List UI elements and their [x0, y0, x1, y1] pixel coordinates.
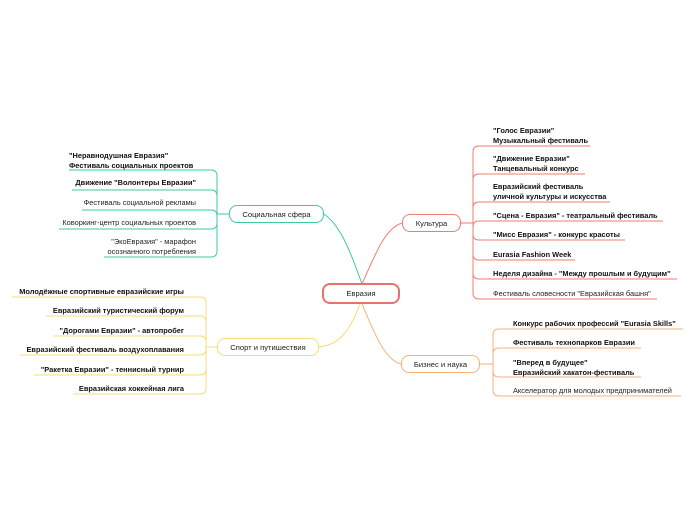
root-to-social-connector: [323, 213, 363, 285]
business-item-connector: [492, 364, 681, 397]
culture-item-7[interactable]: Неделя дизайна - "Между прошлым и будущи…: [493, 269, 671, 278]
social-item-connector: [69, 169, 218, 214]
culture-item-1[interactable]: "Голос Евразии" Музыкальный фестиваль: [493, 126, 589, 145]
sport-item-connector: [54, 335, 207, 347]
root-to-culture-connector: [361, 222, 403, 285]
root-label: Евразия: [346, 289, 376, 298]
social-item-4[interactable]: Коворкинг-центр социальных проектов: [62, 218, 196, 227]
culture-item-2[interactable]: "Движение Евразии" Танцевальный конкурс: [493, 154, 579, 173]
business-item-3[interactable]: "Вперед в будущее" Евразийский хакатон-ф…: [513, 358, 635, 377]
sport-item-5[interactable]: "Ракетка Евразии" - теннисный турнир: [40, 365, 184, 374]
branch-social[interactable]: Социальная сфера: [229, 205, 324, 223]
business-item-4[interactable]: Акселератор для молодых предпринимателей: [513, 386, 672, 395]
business-item-connector: [492, 347, 641, 364]
root-to-business-connector: [361, 303, 402, 365]
sport-item-4[interactable]: Евразийский фестиваль воздухоплавания: [26, 345, 184, 354]
root-to-sport-connector: [318, 303, 361, 348]
sport-item-1[interactable]: Молодёжные спортивные евразийские игры: [19, 287, 184, 296]
social-item-5[interactable]: "ЭкоЕвразия" - марафон осознанного потре…: [107, 237, 196, 256]
social-item-connector: [72, 189, 218, 214]
sport-item-connector: [46, 315, 207, 347]
branch-business-label: Бизнес и наука: [413, 359, 468, 369]
culture-item-5[interactable]: "Мисс Евразия" - конкурс красоты: [493, 230, 620, 239]
sport-item-2[interactable]: Евразийский туристический форум: [52, 306, 184, 315]
sport-item-6[interactable]: Евразийская хоккейная лига: [78, 384, 184, 393]
culture-item-6[interactable]: Eurasia Fashion Week: [493, 250, 572, 259]
culture-item-3[interactable]: Евразийский фестиваль уличной культуры и…: [493, 182, 607, 201]
social-item-3[interactable]: Фестиваль социальной рекламы: [83, 198, 196, 207]
culture-item-4[interactable]: "Сцена - Евразия" - театральный фестивал…: [493, 211, 658, 220]
social-item-connector: [104, 214, 218, 258]
branch-culture-label: Культура: [415, 218, 448, 228]
root-node[interactable]: Евразия: [322, 283, 400, 304]
business-item-1[interactable]: Конкурс рабочих профессий "Eurasia Skill…: [513, 319, 676, 328]
sport-item-3[interactable]: "Дорогами Евразии" - автопробег: [59, 326, 184, 335]
social-item-1[interactable]: "Неравнодушная Евразия" Фестиваль социал…: [69, 151, 194, 170]
sport-item-connector: [12, 296, 207, 347]
branch-business[interactable]: Бизнес и наука: [401, 355, 480, 373]
culture-item-connector: [472, 220, 663, 228]
culture-item-connector: [472, 145, 590, 223]
social-item-2[interactable]: Движение "Волонтеры Евразии": [75, 178, 196, 187]
branch-sport[interactable]: Спорт и путишествия: [217, 338, 319, 356]
culture-item-8[interactable]: Фестиваль словесности "Евразийская башня…: [493, 289, 651, 298]
branch-social-label: Социальная сфера: [242, 209, 311, 219]
business-item-connector: [492, 328, 683, 364]
sport-item-connector: [73, 347, 207, 395]
branch-culture[interactable]: Культура: [402, 214, 461, 232]
culture-item-connector: [472, 223, 657, 300]
culture-item-connector: [472, 201, 610, 223]
business-item-2[interactable]: Фестиваль технопарков Евразии: [513, 338, 635, 347]
culture-item-connector: [472, 173, 585, 223]
branch-sport-label: Спорт и путишествия: [230, 342, 306, 352]
social-item-connector: [82, 209, 218, 217]
